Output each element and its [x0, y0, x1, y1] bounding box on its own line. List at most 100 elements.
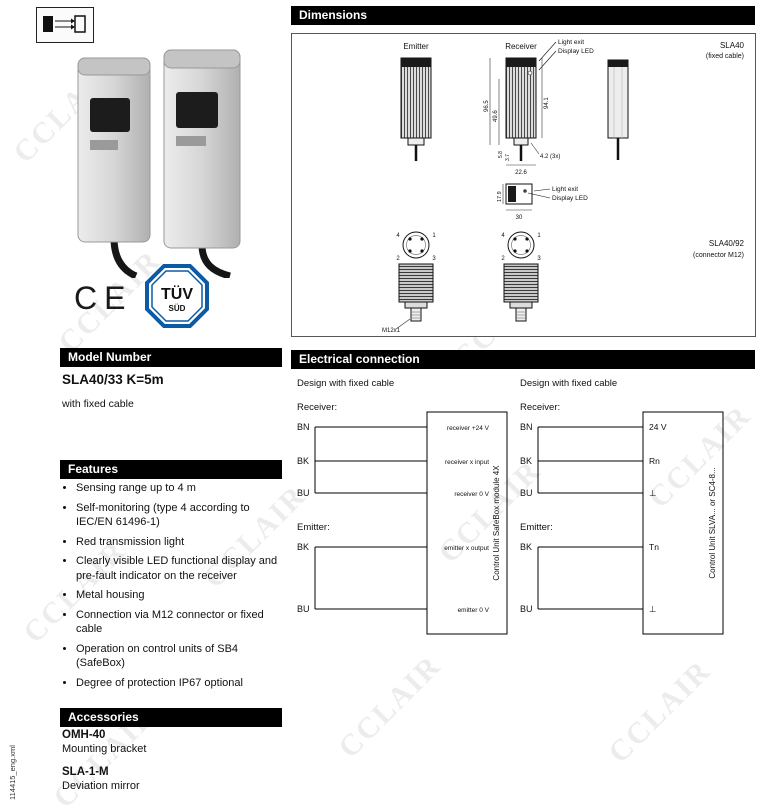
electrical-diagram: Design with fixed cable Receiver: BN BK … — [297, 378, 724, 635]
sensor-type-icon — [36, 7, 94, 43]
sensor-cable — [198, 244, 231, 280]
accessory-name: SLA-1-M — [62, 766, 109, 778]
pin-label: 3 — [537, 256, 541, 262]
emitter-drawing — [400, 57, 432, 161]
wire-label: BK — [520, 456, 532, 466]
terminal-label: Tn — [649, 542, 659, 552]
electrical-panel: Design with fixed cable Receiver: BN BK … — [291, 372, 761, 702]
feature-item: Metal housing — [76, 588, 288, 603]
wire-label: BU — [520, 488, 533, 498]
side-view-drawing — [607, 59, 629, 160]
dim-label: 94.1 — [544, 97, 550, 109]
accessory-desc: Mounting bracket — [62, 743, 147, 755]
sensor-front — [77, 57, 151, 243]
pin-label: 2 — [501, 256, 505, 262]
terminal-label: receiver 0 V — [454, 491, 489, 498]
diagram-title: Design with fixed cable — [297, 378, 394, 389]
tuv-octagon — [145, 264, 209, 328]
terminal-label: ⊥ — [649, 488, 657, 498]
accessory-name: OMH-40 — [62, 729, 106, 741]
through-beam-icon — [43, 15, 86, 33]
document-id-label: 114415_eng.xml — [8, 745, 17, 800]
feature-item: Degree of protection IP67 optional — [76, 676, 288, 691]
diagram-title: Design with fixed cable — [520, 378, 617, 389]
light-exit-label: Light exit — [552, 186, 578, 193]
ce-mark: CE — [74, 280, 133, 316]
section-header-model-number: Model Number — [60, 348, 282, 367]
control-unit-label: Control Unit SafeBox module 4X — [492, 465, 501, 581]
display-led-label: Display LED — [552, 195, 588, 202]
sensor-cable — [110, 237, 138, 280]
tuv-sub-text: SÜD — [169, 304, 186, 313]
wire-label: BN — [520, 422, 533, 432]
pin-label: 1 — [537, 233, 541, 239]
dim-label: 96.5 — [484, 100, 490, 112]
wire-label: BK — [297, 456, 309, 466]
thread-label: M12x1 — [382, 328, 401, 334]
feature-item: Connection via M12 connector or fixed ca… — [76, 608, 288, 637]
section-header-accessories: Accessories — [60, 708, 282, 727]
features-list: Sensing range up to 4 m Self-monitoring … — [62, 481, 288, 695]
section-header-dimensions: Dimensions — [291, 6, 755, 25]
receiver-label: Receiver: — [297, 402, 337, 413]
terminal-label: receiver +24 V — [447, 425, 490, 432]
dimensions-panel: Emitter Receiver Light exit Display LED … — [291, 33, 756, 337]
receiver-connector-drawing: 4 1 2 3 — [501, 231, 541, 322]
emitter-label: Emitter — [403, 42, 429, 51]
feature-item: Red transmission light — [76, 535, 288, 550]
model-number: SLA40/33 K=5m — [62, 372, 164, 387]
terminal-label: ⊥ — [649, 604, 657, 614]
variant-connector-label: SLA40/92 — [709, 239, 745, 248]
wire-label: BU — [297, 488, 310, 498]
feature-item: Operation on control units of SB4 (SafeB… — [76, 642, 288, 671]
dimensions-drawing: Emitter Receiver Light exit Display LED … — [382, 39, 745, 334]
emitter-connector-drawing: 4 1 2 3 — [396, 231, 436, 322]
pin-label: 2 — [396, 256, 400, 262]
emitter-label: Emitter: — [297, 522, 330, 533]
light-exit-label: Light exit — [558, 39, 584, 46]
front-view-drawing — [505, 183, 533, 205]
terminal-label: emitter 0 V — [458, 607, 490, 614]
receiver-drawing — [505, 57, 537, 161]
pin-label: 4 — [501, 233, 505, 239]
feature-item: Self-monitoring (type 4 according to IEC… — [76, 501, 288, 530]
variant-connector-sub: (connector M12) — [693, 252, 744, 259]
wiring-diagram-left: Design with fixed cable Receiver: BN BK … — [297, 378, 508, 635]
display-led-label: Display LED — [558, 48, 594, 55]
feature-item: Sensing range up to 4 m — [76, 481, 288, 496]
accessory-desc: Deviation mirror — [62, 780, 140, 792]
terminal-label: receiver x input — [445, 459, 489, 466]
pin-label: 3 — [432, 256, 436, 262]
dim-label: 17.9 — [497, 191, 503, 202]
pin-label: 4 — [396, 233, 400, 239]
tuv-text: TÜV — [161, 284, 193, 303]
section-header-electrical: Electrical connection — [291, 350, 755, 369]
dim-label: 5.8 — [498, 151, 504, 158]
receiver-label: Receiver: — [520, 402, 560, 413]
dim-label: 22.6 — [515, 170, 527, 176]
dim-label: 4.2 (3x) — [540, 154, 560, 160]
wire-label: BU — [520, 604, 533, 614]
terminal-label: emitter x output — [444, 545, 489, 552]
variant-fixed-sub: (fixed cable) — [706, 53, 744, 60]
tuv-sud-logo: TÜV SÜD — [144, 263, 210, 329]
dim-label: 3.7 — [505, 154, 511, 161]
sensor-back — [163, 49, 241, 249]
wire-label: BN — [297, 422, 310, 432]
section-header-features: Features — [60, 460, 282, 479]
terminal-label: 24 V — [649, 422, 667, 432]
variant-fixed-label: SLA40 — [720, 41, 745, 50]
dim-label: 49.6 — [493, 110, 499, 122]
model-subtitle: with fixed cable — [62, 398, 134, 410]
wire-label: BK — [297, 542, 309, 552]
dim-label: 30 — [516, 215, 523, 221]
wire-label: BU — [297, 604, 310, 614]
emitter-label: Emitter: — [520, 522, 553, 533]
feature-item: Clearly visible LED functional display a… — [76, 554, 288, 583]
product-photo — [52, 40, 270, 280]
control-unit-label: Control Unit SLVA... or SC4-8... — [708, 467, 717, 578]
receiver-label: Receiver — [505, 42, 537, 51]
pin-label: 1 — [432, 233, 436, 239]
wire-label: BK — [520, 542, 532, 552]
